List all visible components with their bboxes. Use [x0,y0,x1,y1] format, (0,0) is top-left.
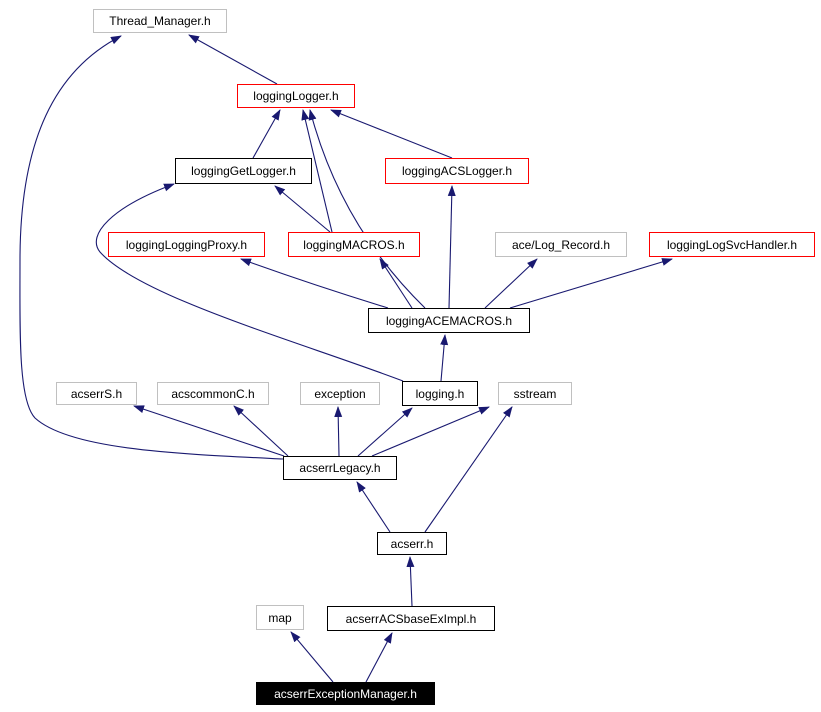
node-logging-acslogger[interactable]: loggingACSLogger.h [385,158,529,184]
edge-acserrlegacy-to-logging [357,407,413,457]
edge-logging-acemacros-to-logging-logger [308,109,426,309]
node-logging-logsvchandler[interactable]: loggingLogSvcHandler.h [649,232,815,257]
edge-acserrlegacy-to-sstream [371,406,490,457]
node-acserracsbaseeximpl[interactable]: acserrACSbaseExImpl.h [327,606,495,631]
node-ace-log-record: ace/Log_Record.h [495,232,627,257]
node-acserr[interactable]: acserr.h [377,532,447,555]
edge-logging-macros-to-logging-getlogger [274,185,331,233]
edge-logging-logger-to-thread-manager [188,34,278,85]
node-acserrlegacy[interactable]: acserrLegacy.h [283,456,397,480]
edge-logging-acemacros-to-logging-loggingproxy [240,258,389,309]
edge-acserrexceptionmanager-to-acserracsbaseeximpl [365,632,393,683]
node-map: map [256,605,304,630]
edge-acserr-to-acserrlegacy [356,481,391,533]
node-acserrs: acserrS.h [56,382,137,405]
edge-logging-acemacros-to-logging-macros [379,258,413,309]
edge-acserrlegacy-to-exception [334,406,343,457]
edge-logging-acemacros-to-ace-log-record [484,258,538,309]
node-logging-logger[interactable]: loggingLogger.h [237,84,355,108]
node-exception: exception [300,382,380,405]
node-logging-loggingproxy[interactable]: loggingLoggingProxy.h [108,232,265,257]
edge-acserr-to-sstream [424,406,513,533]
edge-logging-to-logging-getlogger [95,183,404,382]
node-logging-acemacros[interactable]: loggingACEMACROS.h [368,308,530,333]
node-sstream: sstream [498,382,572,405]
edge-logging-to-logging-acemacros [440,334,449,382]
node-logging-macros[interactable]: loggingMACROS.h [288,232,420,257]
edge-acserracsbaseeximpl-to-acserr [406,556,415,607]
edge-acserrlegacy-to-acscommonc [233,405,289,457]
edge-logging-acslogger-to-logging-logger [330,109,453,159]
edge-logging-acemacros-to-logging-acslogger [447,185,456,309]
edge-logging-getlogger-to-logging-logger [252,109,281,159]
edge-acserrexceptionmanager-to-map [290,631,334,683]
edge-acserrlegacy-to-thread-manager [19,35,284,460]
edge-logging-macros-to-logging-logger [301,109,333,233]
edge-acserrlegacy-to-acserrs [133,405,285,457]
node-acscommonc: acscommonC.h [157,382,269,405]
edge-logging-acemacros-to-logging-logsvchandler [509,258,673,309]
node-thread-manager: Thread_Manager.h [93,9,227,33]
node-acserrexceptionmanager: acserrExceptionManager.h [256,682,435,705]
node-logging[interactable]: logging.h [402,381,478,406]
node-logging-getlogger[interactable]: loggingGetLogger.h [175,158,312,184]
